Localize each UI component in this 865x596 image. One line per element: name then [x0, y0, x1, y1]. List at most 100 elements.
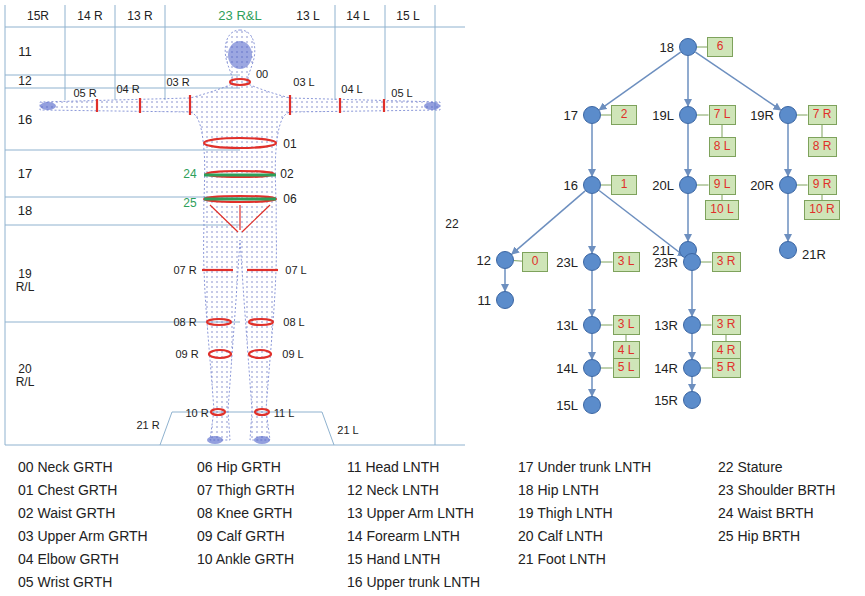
- measure-box: 3 L: [613, 252, 640, 272]
- callout-number: 08 R: [173, 316, 196, 328]
- measure-id: 7 L: [714, 107, 731, 121]
- link-line: [701, 262, 712, 263]
- callout-number: 07 L: [285, 264, 306, 276]
- node-label: 13R: [654, 318, 678, 333]
- callout-number: 13 L: [296, 10, 319, 23]
- measure-box: 8 R: [808, 137, 837, 157]
- callout-number: 14 L: [346, 10, 369, 23]
- measure-box: 9 L: [709, 175, 736, 195]
- tree-node: 23R: [683, 253, 701, 271]
- callout-number: 09 R: [175, 348, 198, 360]
- tree-arrow: [512, 191, 585, 254]
- tree-arrow: [687, 194, 689, 241]
- legend-entry: 08 Knee GRTH: [197, 506, 292, 521]
- measure-box: 6: [707, 37, 733, 57]
- measure-id: 4 L: [618, 343, 635, 357]
- legend-entry: 00 Neck GRTH: [18, 460, 113, 475]
- measure-box: 8 L: [709, 137, 736, 157]
- node-label: 14L: [556, 361, 578, 376]
- measure-box: 3 R: [712, 315, 741, 335]
- measure-box: 7 R: [808, 105, 837, 125]
- measure-lines: [5, 5, 465, 445]
- legend-entry: 03 Upper Arm GRTH: [18, 529, 148, 544]
- callout-number: 07 R: [173, 264, 196, 276]
- link-line: [822, 125, 823, 137]
- node-label: 19R: [750, 108, 774, 123]
- measure-box: 1: [611, 175, 637, 195]
- link-line: [722, 125, 723, 137]
- link-line: [697, 115, 709, 116]
- legend-entry: 16 Upper trunk LNTH: [347, 575, 480, 590]
- tree-node: 19R: [779, 106, 797, 124]
- tree-node: 14L: [583, 359, 601, 377]
- legend-entry: 21 Foot LNTH: [518, 552, 606, 567]
- legend-entry: 18 Hip LNTH: [518, 483, 599, 498]
- measure-id: 10 L: [710, 202, 733, 216]
- tree-arrow: [687, 124, 689, 176]
- link-line: [601, 185, 611, 186]
- measure-id: 10 R: [809, 202, 834, 216]
- tree-arrow: [591, 377, 593, 396]
- measure-box: 3 L: [613, 315, 640, 335]
- tree-node: 19L: [679, 106, 697, 124]
- legend-entry: 13 Upper Arm LNTH: [347, 506, 474, 521]
- measure-box: 7 L: [709, 105, 736, 125]
- callout-number: 13 R: [127, 10, 152, 23]
- tree-node: 20R: [779, 176, 797, 194]
- tree-arrow: [691, 377, 693, 391]
- tree-node: 15L: [583, 396, 601, 414]
- measure-id: 4 R: [717, 343, 736, 357]
- measure-id: 3 R: [717, 317, 736, 331]
- link-line: [701, 325, 712, 326]
- measure-box: 10 L: [705, 200, 739, 220]
- tree-arrow: [787, 124, 789, 176]
- callout-number: 12: [18, 75, 31, 88]
- callout-number: 08 L: [283, 316, 304, 328]
- legend-entry: 15 Hand LNTH: [347, 552, 440, 567]
- legend-entry: 02 Waist GRTH: [18, 506, 115, 521]
- legend-entry: 25 Hip BRTH: [718, 529, 800, 544]
- tree-node: 15R: [683, 391, 701, 409]
- callout-number: 04 R: [116, 83, 139, 95]
- tree-node: 18: [679, 38, 697, 56]
- callout-number: 15 L: [396, 10, 419, 23]
- callout-number: 00: [256, 68, 268, 80]
- callout-number: 05 R: [73, 87, 96, 99]
- node-label: 12: [477, 253, 491, 268]
- measure-id: 0: [532, 254, 539, 268]
- tree-arrow: [687, 56, 689, 106]
- measure-box: 0: [522, 252, 548, 272]
- callout-number: 11 L: [274, 407, 295, 419]
- callout-number: 01: [283, 138, 296, 151]
- tree-node: 21R: [779, 241, 797, 259]
- node-label: 11: [478, 293, 492, 308]
- legend-entry: 06 Hip GRTH: [197, 460, 281, 475]
- callout-number: 21 L: [337, 424, 358, 436]
- tree-arrow: [691, 334, 693, 359]
- node-label: 13L: [556, 318, 578, 333]
- link-line: [601, 262, 613, 263]
- callout-number: 19 R/L: [12, 268, 38, 294]
- callout-number: 25: [183, 197, 196, 210]
- measure-id: 3 R: [717, 254, 736, 268]
- callout-number: 23 R&L: [218, 9, 261, 23]
- tree-arrow: [695, 52, 780, 110]
- tree-arrow: [691, 271, 693, 316]
- callout-number: 09 L: [282, 348, 303, 360]
- callout-number: 03 R: [166, 76, 189, 88]
- legend-entry: 22 Stature: [718, 460, 783, 475]
- legend-entry: 05 Wrist GRTH: [18, 575, 112, 590]
- measure-box: 3 R: [712, 252, 741, 272]
- callout-number: 20 R/L: [12, 363, 38, 389]
- node-label: 16: [564, 178, 578, 193]
- measure-id: 9 L: [714, 177, 731, 191]
- node-label: 20L: [652, 178, 674, 193]
- measure-id: 9 R: [813, 177, 832, 191]
- node-label: 23R: [654, 255, 678, 270]
- callout-number: 21 R: [136, 419, 159, 431]
- node-label: 20R: [750, 178, 774, 193]
- legend-entry: 09 Calf GRTH: [197, 529, 285, 544]
- tree-arrow: [599, 190, 685, 256]
- callout-number: 03 L: [293, 76, 314, 88]
- node-label: 21R: [802, 247, 826, 262]
